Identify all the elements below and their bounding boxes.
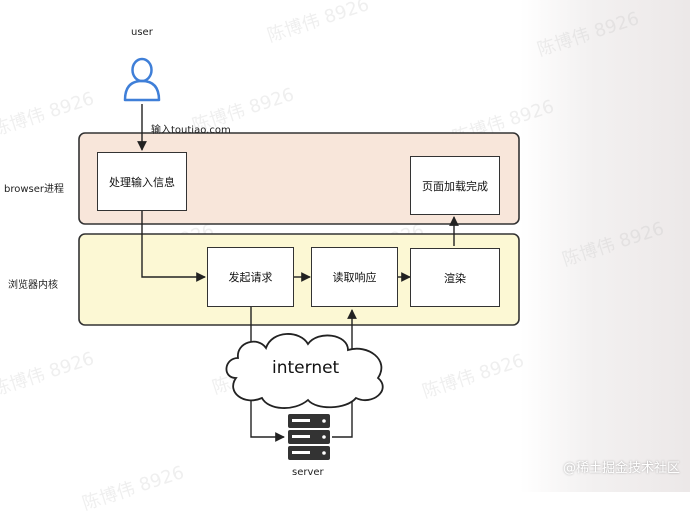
node-page-loaded: 页面加载完成 bbox=[410, 156, 500, 215]
browser-process-band bbox=[78, 132, 520, 225]
server-icon bbox=[288, 414, 330, 460]
node-render: 渲染 bbox=[410, 248, 500, 307]
render-process-band bbox=[78, 233, 520, 326]
diagram-svg bbox=[78, 57, 520, 460]
user-icon bbox=[123, 57, 161, 102]
node-send-request: 发起请求 bbox=[207, 247, 294, 307]
render-process-label: 浏览器内核 bbox=[8, 280, 58, 291]
browser-process-label: browser进程 bbox=[4, 184, 65, 195]
node-handle-input: 处理输入信息 bbox=[97, 152, 187, 211]
arrow-input-to-request bbox=[141, 211, 206, 282]
node-read-response: 读取响应 bbox=[311, 247, 398, 307]
cloud-icon bbox=[225, 333, 384, 409]
input-url-label: 输入toutiao.com bbox=[151, 125, 231, 136]
server-label: server bbox=[292, 467, 324, 478]
cloud-label: internet bbox=[272, 358, 340, 378]
user-label: user bbox=[131, 27, 153, 38]
credit-watermark: @稀土掘金技术社区 bbox=[562, 461, 680, 476]
background-blur-region bbox=[520, 0, 690, 492]
